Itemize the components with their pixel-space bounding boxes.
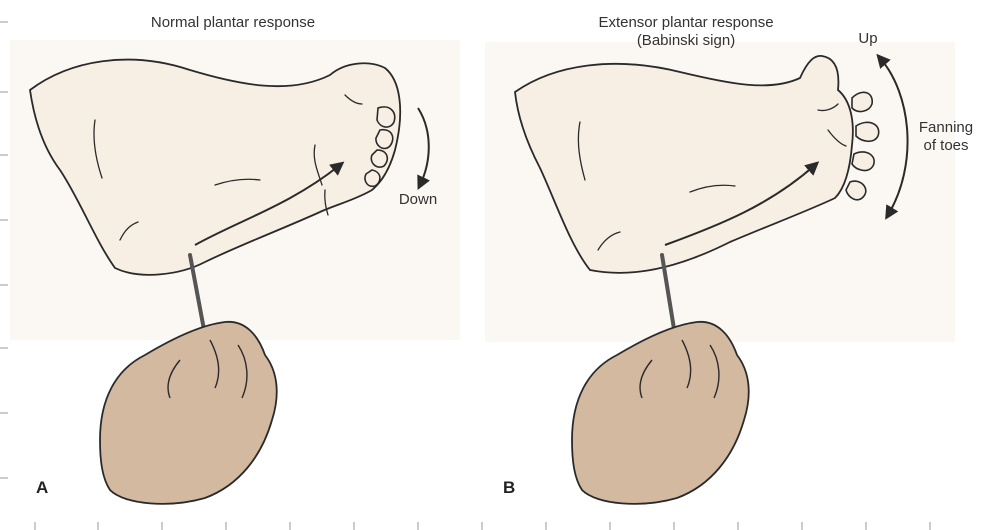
panel-a-hand <box>100 322 277 504</box>
panel-a-down-label: Down <box>393 191 443 209</box>
left-edge-ruler <box>0 22 8 478</box>
panel-b-hand <box>572 322 749 504</box>
panel-b-up-label: Up <box>848 30 888 48</box>
bottom-edge-ruler <box>35 522 930 530</box>
panel-b-title-line1: Extensor plantar response <box>566 14 806 32</box>
panel-a-letter: A <box>36 478 48 498</box>
panel-a-illustration <box>10 40 460 504</box>
panel-b-fanning-line2: of toes <box>908 137 984 155</box>
panel-b-letter: B <box>503 478 515 498</box>
panel-b-title-line2: (Babinski sign) <box>566 32 806 50</box>
panel-b-fanning-line1: Fanning <box>908 119 984 137</box>
panel-b-illustration <box>485 42 955 504</box>
panel-a-title: Normal plantar response <box>118 14 348 32</box>
